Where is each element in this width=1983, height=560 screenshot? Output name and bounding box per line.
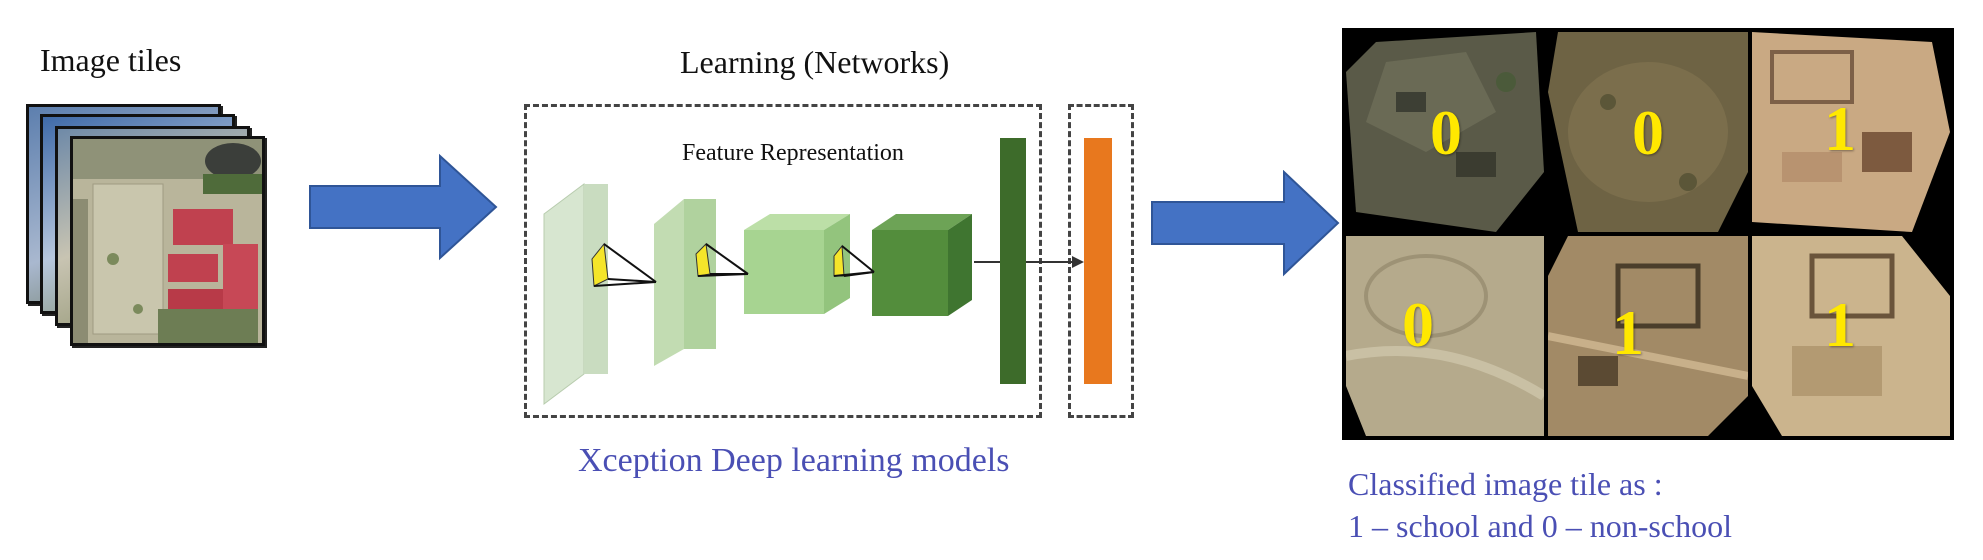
- tile-label: 0: [1402, 289, 1434, 360]
- result-tile: 0: [1346, 236, 1544, 436]
- network-title: Learning (Networks): [680, 44, 950, 80]
- result-tile: 1: [1752, 32, 1950, 232]
- output-caption-line-1: Classified image tile as :: [1348, 466, 1663, 502]
- tile-label: 1: [1612, 297, 1644, 368]
- cnn-architecture-diagram: [543, 138, 1112, 405]
- stack-card-front: [70, 136, 265, 346]
- result-tile: 0: [1548, 32, 1748, 232]
- tile-label: 1: [1824, 289, 1856, 360]
- arrow-right-icon-2: [1151, 170, 1340, 277]
- arrow-right-icon: [309, 153, 498, 261]
- result-tile: 1: [1548, 236, 1748, 436]
- network-caption: Xception Deep learning models: [578, 442, 1010, 479]
- tile-label: 0: [1632, 97, 1664, 168]
- tile-label: 0: [1430, 97, 1462, 168]
- result-tile: 1: [1752, 236, 1950, 436]
- tile-label: 1: [1824, 93, 1856, 164]
- input-title: Image tiles: [40, 42, 182, 78]
- aerial-school-image: [73, 139, 262, 343]
- classified-tile-grid: 0 0 1 0 1: [1342, 28, 1954, 440]
- output-caption-line-2: 1 – school and 0 – non-school: [1348, 508, 1732, 544]
- feature-representation-label: Feature Representation: [682, 140, 904, 166]
- result-tile: 0: [1346, 32, 1544, 232]
